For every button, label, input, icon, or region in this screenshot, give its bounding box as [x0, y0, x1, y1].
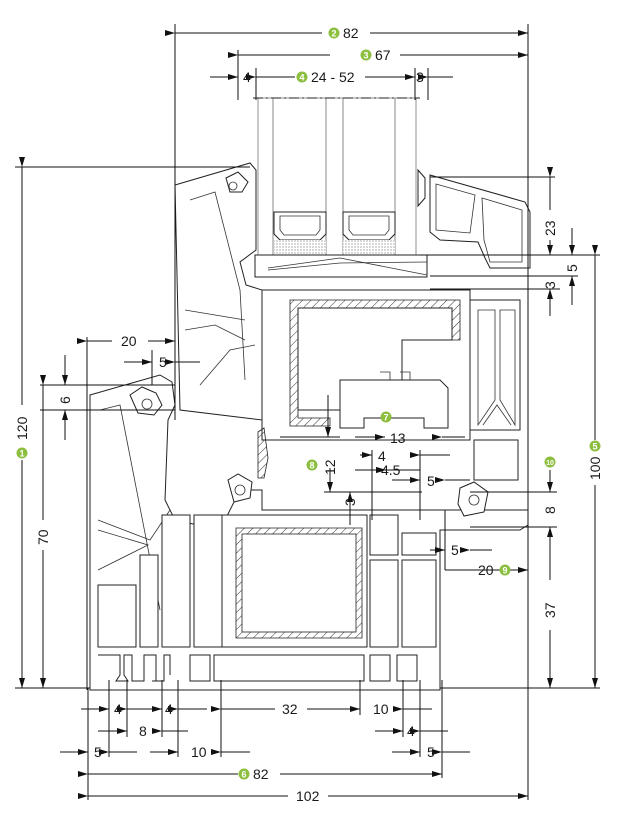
badge-7: 7	[380, 411, 392, 423]
label-total-width: 102	[296, 788, 320, 804]
label-bottom-32: 32	[282, 701, 298, 717]
label-bottom-4b: 4	[165, 701, 173, 717]
label-frame-height: 70	[35, 529, 51, 545]
label-right-overlap: 20	[478, 562, 494, 578]
label-right-5: 5	[564, 264, 580, 272]
badge-6: 6	[238, 768, 250, 780]
label-bottom-10-right: 10	[373, 701, 389, 717]
badge-2: 2	[328, 27, 340, 39]
badges: 2 3 4 1 5 6 7 8 9 10	[16, 27, 601, 780]
label-total-height: 120	[14, 416, 30, 440]
svg-text:6: 6	[241, 770, 246, 780]
glazing-unit	[253, 97, 420, 259]
dimension-lines	[15, 24, 600, 800]
label-rebate-height: 8	[542, 506, 558, 514]
label-sash-height: 100	[587, 456, 603, 480]
label-center-4-5: 4.5	[381, 462, 401, 478]
badge-9: 9	[499, 564, 511, 576]
svg-text:5: 5	[592, 442, 597, 452]
label-center-4: 4	[378, 448, 386, 464]
label-frame-depth: 82	[343, 25, 359, 41]
badge-8: 8	[306, 459, 318, 471]
badge-1: 1	[16, 447, 28, 459]
label-left-step: 6	[57, 396, 73, 404]
label-bottom-5-right: 5	[427, 744, 435, 760]
svg-text:10: 10	[546, 460, 554, 467]
label-bottom-8: 8	[139, 723, 147, 739]
label-left-overlap: 20	[121, 333, 137, 349]
dimension-labels: 82 67 24 - 52 4 3 120 70 6 20 5 23 5 3 1…	[14, 25, 603, 804]
label-center-13: 13	[390, 430, 406, 446]
label-center-5: 5	[427, 473, 435, 489]
svg-text:8: 8	[309, 461, 314, 471]
label-sash-depth: 67	[375, 47, 391, 63]
svg-text:2: 2	[331, 29, 336, 39]
gasket-left	[129, 386, 163, 416]
svg-text:7: 7	[383, 413, 388, 423]
svg-text:9: 9	[502, 566, 507, 576]
profile-body	[89, 97, 531, 691]
gasket-right	[457, 481, 489, 517]
badge-3: 3	[360, 49, 372, 61]
badge-10: 10	[544, 456, 556, 468]
label-glazing-right: 3	[416, 69, 424, 85]
label-lower-height: 37	[542, 602, 558, 618]
label-right-lower-5: 5	[451, 542, 459, 558]
label-bead-height: 23	[542, 220, 558, 236]
svg-text:1: 1	[19, 449, 24, 459]
svg-text:4: 4	[299, 73, 304, 83]
label-right-3: 3	[542, 281, 558, 289]
label-glazing-left: 4	[243, 69, 251, 85]
badge-5: 5	[589, 440, 601, 452]
label-glazing: 24 - 52	[311, 69, 355, 85]
label-bottom-frame-depth: 82	[253, 766, 269, 782]
label-bottom-4a: 4	[114, 701, 122, 717]
label-bottom-5-left: 5	[94, 744, 102, 760]
label-left-gasket: 5	[159, 354, 167, 370]
label-center-12: 12	[322, 459, 338, 475]
label-center-3: 3	[342, 498, 358, 506]
svg-text:3: 3	[363, 51, 368, 61]
badge-4: 4	[296, 71, 308, 83]
gasket-center	[227, 473, 253, 503]
label-bottom-4-right: 4	[407, 723, 415, 739]
label-bottom-10-left: 10	[191, 744, 207, 760]
